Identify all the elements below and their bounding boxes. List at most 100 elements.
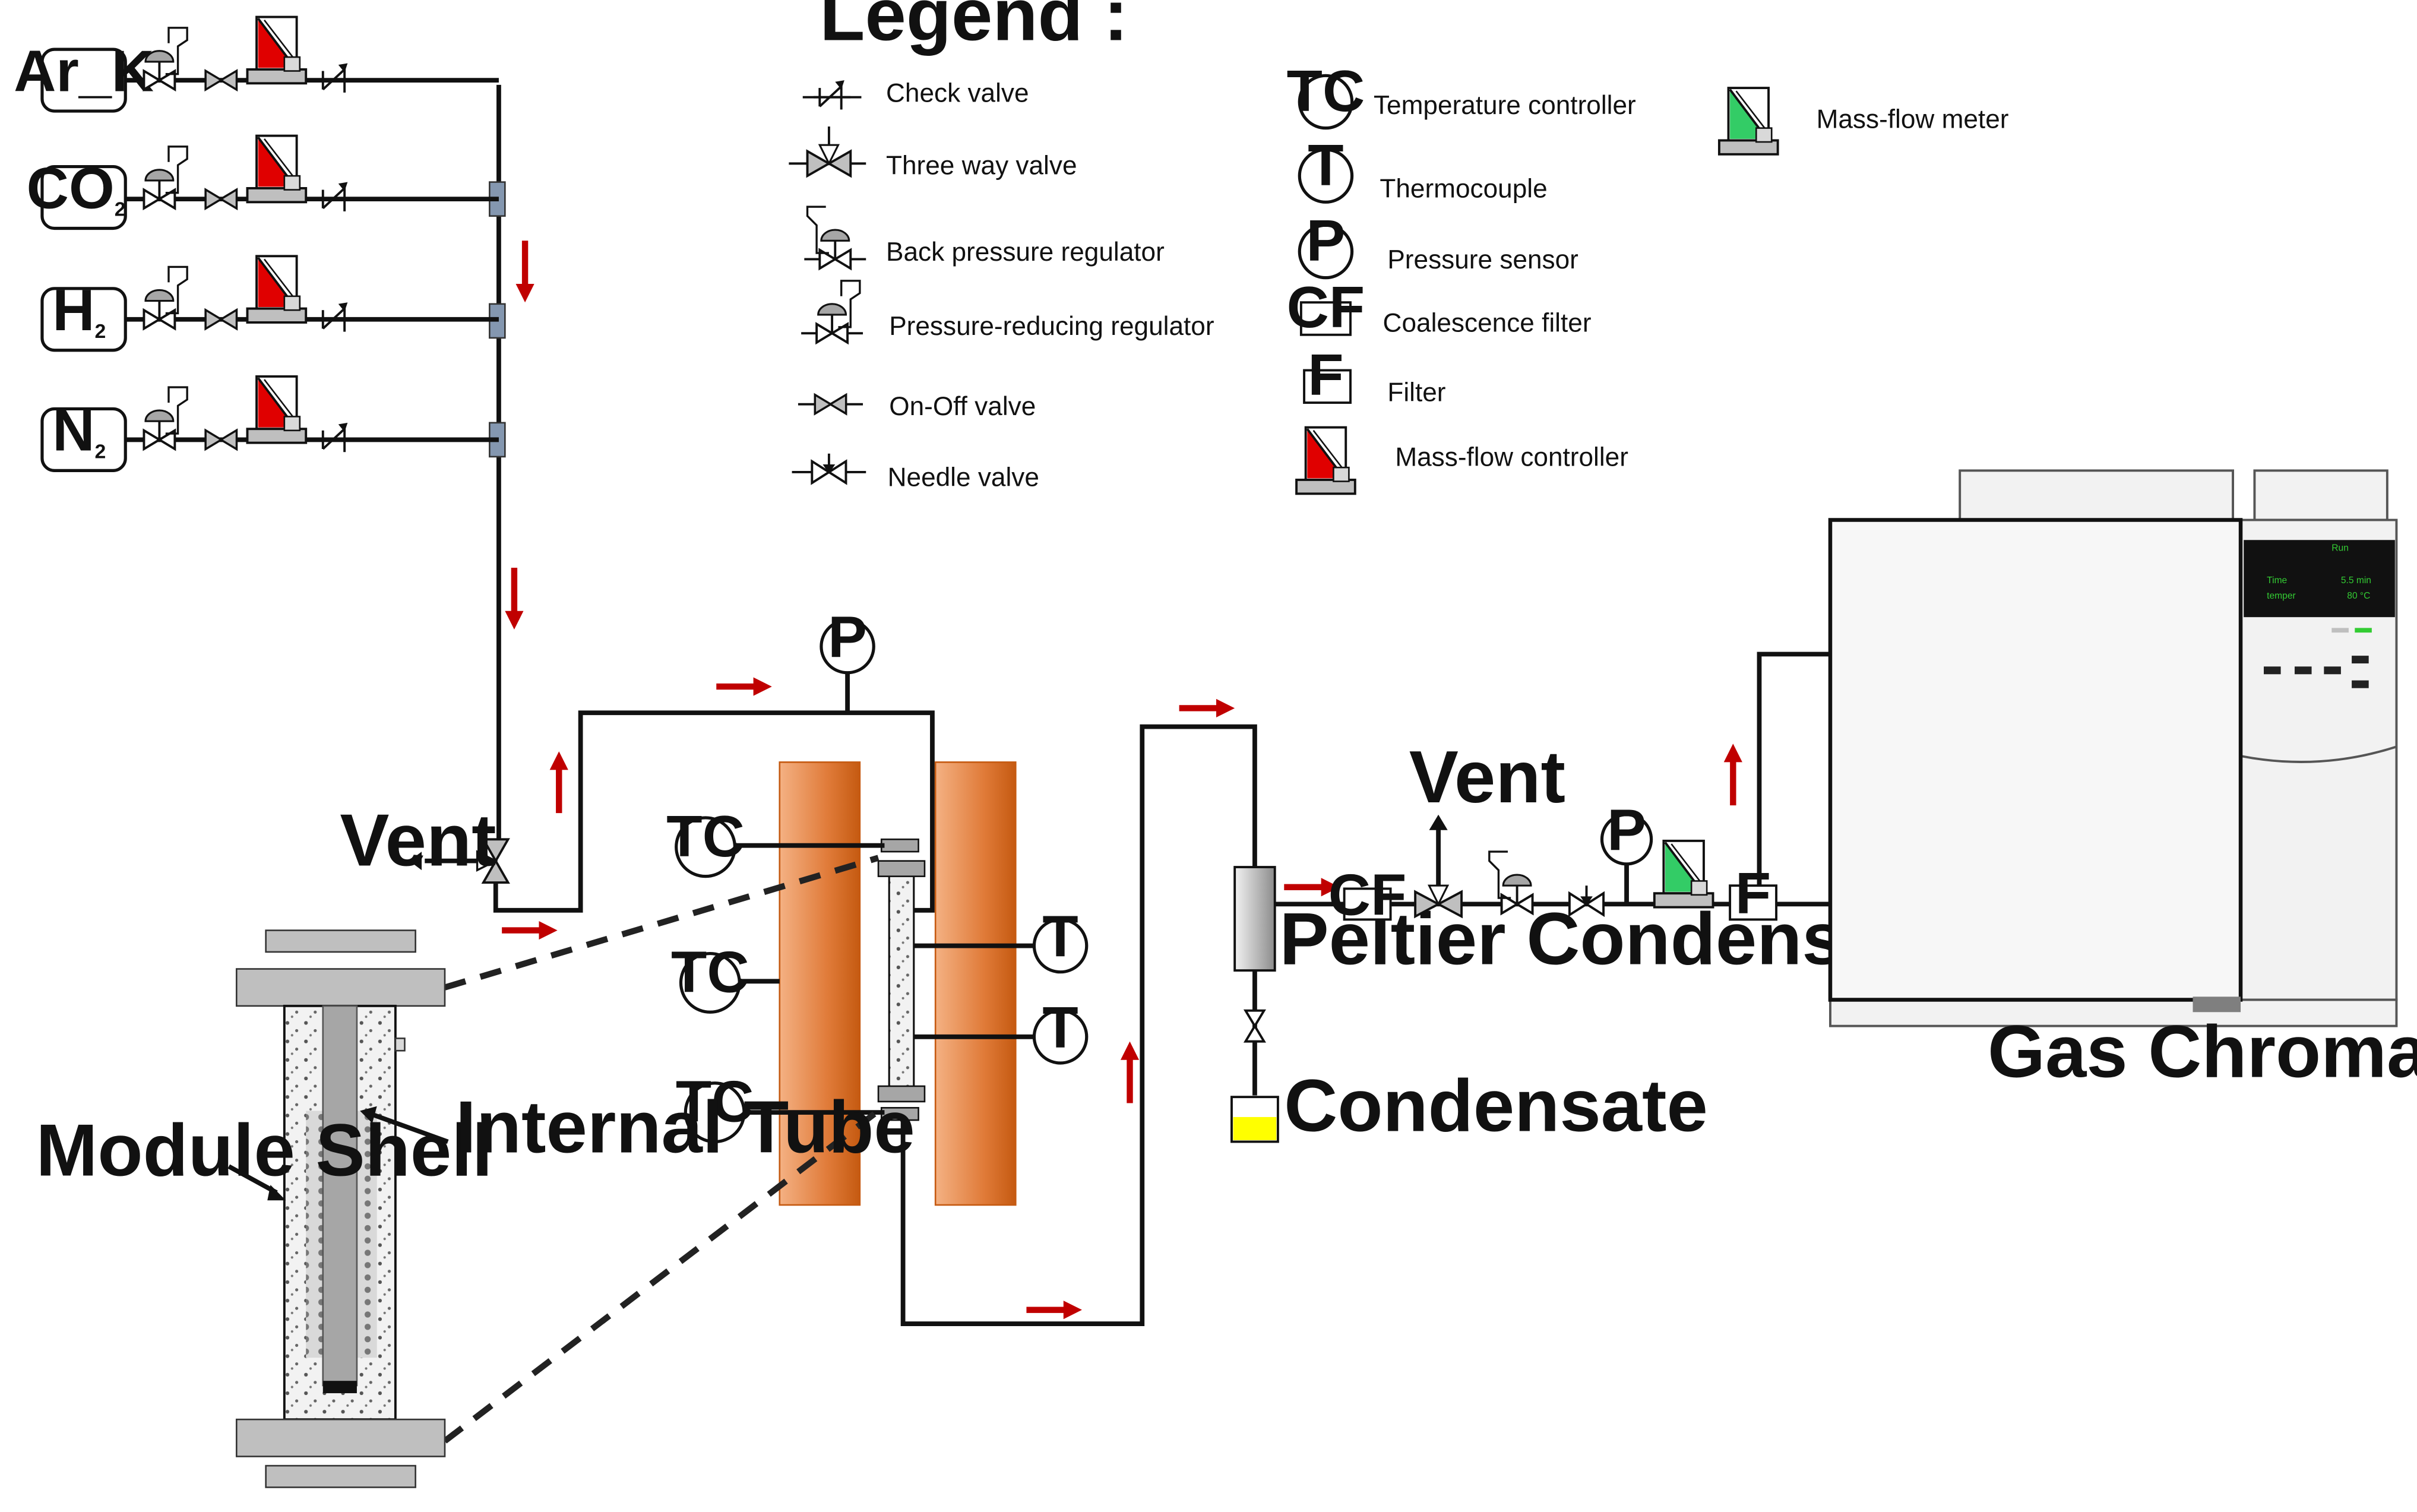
drain-valve-icon[interactable] — [1243, 1009, 1266, 1043]
gas-label-co2: CO — [27, 156, 115, 221]
inlet-vent-section: Vent P — [340, 605, 935, 940]
filter-symbol: F — [1735, 861, 1771, 926]
temperature-controller-symbol: TC — [1287, 58, 1365, 124]
flow-arrow-down-icon — [516, 241, 534, 302]
gas-label-n2: N — [52, 398, 94, 463]
flow-arrow-right-icon — [1179, 699, 1235, 717]
gc-temp-value: 80 °C — [2347, 591, 2370, 601]
pressure-sensor-downstream-icon[interactable] — [1600, 813, 1653, 866]
peltier-condenser[interactable] — [1233, 866, 1276, 972]
gc-time-label: Time — [2267, 575, 2287, 586]
gas-line-co2: CO2 — [27, 134, 499, 230]
needle-valve-icon — [811, 452, 847, 485]
coalescence-filter-symbol: CF — [1328, 862, 1407, 928]
gc-button[interactable] — [2294, 666, 2312, 675]
vent-three-way-valve-icon[interactable] — [1414, 814, 1463, 919]
mass-flow-meter-icon — [1717, 87, 1779, 156]
gc-button[interactable] — [2352, 656, 2369, 664]
three-way-valve-legend-icon — [789, 126, 866, 178]
check-valve-icon[interactable] — [315, 62, 355, 94]
gas-feed-section: Ar_K CO2 H2 — [14, 15, 534, 841]
flow-arrow-right-icon — [1026, 1301, 1082, 1319]
gc-button[interactable] — [2352, 680, 2369, 688]
check-valve-icon — [812, 79, 852, 111]
temperature-controller-top-icon[interactable] — [675, 816, 737, 878]
flow-arrow-up-icon — [1724, 744, 1742, 805]
legend-thermocouple: Thermocouple — [1380, 175, 1547, 204]
mass-flow-controller-icon[interactable] — [246, 375, 308, 444]
coalescence-filter-legend-icon — [1299, 301, 1352, 336]
furnace-right — [934, 761, 1017, 1206]
furnace-left — [779, 761, 861, 1206]
legend-needle-valve: Needle valve — [888, 463, 1039, 492]
gas-chromatograph[interactable]: Run Time 5.5 min temper 80 °C — [1828, 469, 2398, 1027]
gc-button[interactable] — [2324, 666, 2341, 675]
legend-temperature-controller: Temperature controller — [1374, 91, 1636, 120]
thermocouple-symbol: T — [1042, 995, 1078, 1060]
condensate-label: Condensate — [1284, 1064, 1708, 1147]
on-off-valve-icon[interactable] — [204, 429, 238, 450]
gas-subscript-co2: 2 — [115, 198, 126, 221]
gc-time-value: 5.5 min — [2341, 575, 2371, 586]
legend-check-valve: Check valve — [886, 78, 1029, 107]
internal-tube — [322, 1005, 358, 1387]
module-shell-label: Module Shell — [36, 1109, 493, 1192]
mass-flow-meter-icon[interactable] — [1653, 839, 1714, 909]
mass-flow-controller-icon — [1295, 426, 1356, 495]
gas-line-n2: N2 — [40, 375, 499, 472]
filter-symbol: F — [1308, 342, 1343, 407]
thermocouple-legend-icon — [1298, 148, 1354, 204]
flow-arrow-right-icon — [502, 921, 558, 940]
gc-button[interactable] — [2264, 666, 2281, 675]
condenser-section: Peltier Condenser Condensate CF Vent P F — [1230, 651, 1913, 1147]
temperature-controller-symbol: TC — [676, 1069, 754, 1134]
temperature-controller-middle-icon[interactable] — [679, 951, 741, 1014]
reactor-section: TC TC TC T T — [666, 699, 1257, 1326]
temperature-controller-symbol: TC — [671, 939, 749, 1004]
on-off-valve-icon[interactable] — [204, 309, 238, 330]
vent-label-right: Vent — [1409, 736, 1565, 818]
legend-mass-flow-meter: Mass-flow meter — [1817, 105, 2009, 134]
gas-subscript-n2: 2 — [95, 441, 106, 463]
legend-filter: Filter — [1387, 378, 1445, 407]
filter-icon[interactable] — [1729, 884, 1777, 921]
temperature-controller-bottom-icon[interactable] — [684, 1081, 746, 1144]
reactor-module — [888, 871, 915, 1089]
legend: Legend : Check valve Three way valve Bac… — [789, 0, 2009, 495]
pressure-sensor-symbol: P — [828, 605, 867, 670]
thermocouple-upper-icon[interactable] — [1032, 918, 1089, 974]
flow-arrow-up-icon — [1121, 1042, 1139, 1103]
pressure-sensor-legend-icon — [1298, 223, 1354, 280]
flow-arrow-up-icon — [550, 751, 568, 813]
on-off-valve-icon[interactable] — [204, 188, 238, 210]
pressure-sensor-symbol: P — [1306, 208, 1346, 273]
legend-pressure-reducing-regulator: Pressure-reducing regulator — [889, 312, 1214, 341]
on-off-valve-icon[interactable] — [204, 69, 238, 91]
mass-flow-controller-icon[interactable] — [246, 255, 308, 324]
pressure-sensor-icon[interactable] — [820, 618, 875, 675]
gas-line-h2: H2 — [40, 255, 499, 352]
gas-line-ar-k: Ar_K — [14, 15, 499, 113]
gas-subscript-h2: 2 — [95, 320, 106, 343]
thermocouple-symbol: T — [1042, 904, 1078, 969]
gas-chromatograph-label: Gas Chromatograph — [1988, 1010, 2417, 1093]
thermocouple-lower-icon[interactable] — [1032, 1009, 1089, 1065]
temperature-controller-legend-icon — [1298, 74, 1354, 130]
svg-text:CO2: CO2 — [27, 156, 126, 221]
flow-arrow-right-icon — [716, 678, 772, 696]
legend-coalescence-filter: Coalescence filter — [1383, 309, 1592, 338]
legend-back-pressure-regulator: Back pressure regulator — [886, 238, 1165, 267]
legend-pressure-sensor: Pressure sensor — [1387, 245, 1578, 274]
svg-text:N2: N2 — [52, 398, 106, 463]
legend-title: Legend : — [820, 0, 1128, 56]
vent-label-left: Vent — [340, 799, 496, 881]
temperature-controller-symbol: TC — [666, 804, 745, 869]
legend-three-way-valve: Three way valve — [886, 151, 1077, 181]
module-detail: Module Shell Internal Tube — [36, 855, 915, 1488]
mass-flow-controller-icon[interactable] — [246, 15, 308, 85]
on-off-valve-icon — [814, 394, 847, 415]
coalescence-filter-icon[interactable] — [1343, 887, 1392, 921]
mass-flow-controller-icon[interactable] — [246, 134, 308, 204]
gc-oven-door[interactable] — [1828, 518, 2243, 1002]
